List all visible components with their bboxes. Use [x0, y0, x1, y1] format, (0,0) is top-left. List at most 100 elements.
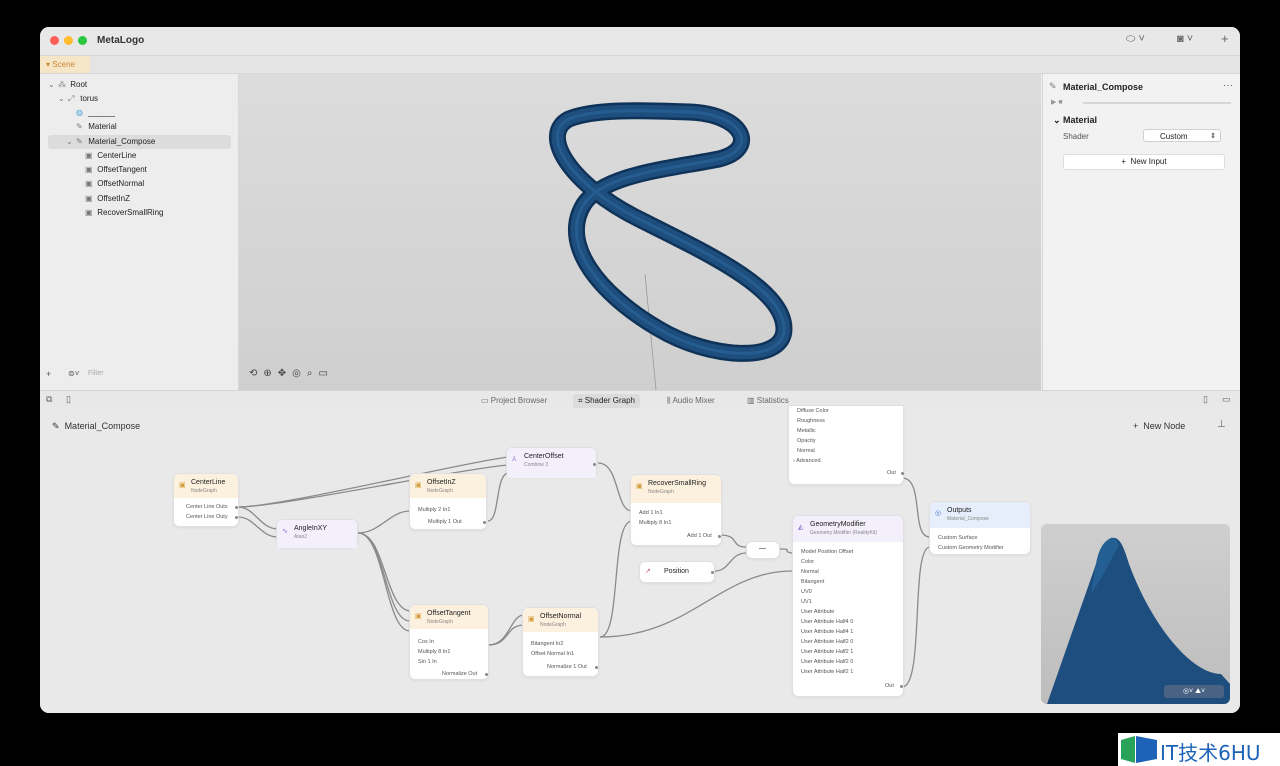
title-bar: MetaLogo ⬭ ˅ ◙ ˅ +: [40, 27, 1240, 56]
material-preview[interactable]: ◎˅ ⛰˅: [1041, 524, 1230, 704]
port-label: Normal: [797, 448, 815, 454]
output-port[interactable]: [593, 463, 596, 466]
filter-options-icon[interactable]: ⊜˅: [68, 369, 80, 378]
output-port[interactable]: [718, 535, 721, 538]
tree-item-root[interactable]: ⌄⁂ Root: [48, 78, 87, 92]
headset-icon[interactable]: ⬭ ˅: [1126, 33, 1145, 45]
port-label: Normal: [801, 569, 819, 575]
output-port[interactable]: [595, 666, 598, 669]
watermark: IT技术6HU: [1118, 733, 1280, 766]
tree-item-offsettangent[interactable]: ▣ OffsetTangent: [85, 163, 147, 177]
new-input-button[interactable]: + New Input: [1063, 154, 1225, 170]
transform-icon: ⤢: [68, 94, 75, 103]
nodegraph-icon: ▣: [85, 194, 93, 203]
tree-item-recoversmallring[interactable]: ▣ RecoverSmallRing: [85, 206, 163, 220]
zoom-window-button[interactable]: [78, 36, 87, 45]
node-subtitle: Material_Compose: [947, 516, 989, 522]
window-icon[interactable]: ⧉: [46, 394, 53, 404]
tab-statistics[interactable]: ▥ Statistics: [747, 396, 789, 405]
graph-title-label: Material_Compose: [64, 421, 141, 431]
bottom-panel-toggle-icon[interactable]: ▭: [1222, 394, 1231, 404]
port-label: Custom Geometry Modifier: [938, 545, 1004, 551]
node-centeroffset[interactable]: ⅄ CenterOffset Combine 3: [506, 447, 597, 478]
node-offsettangent[interactable]: ▣ OffsetTangent NodeGraph Cos In Multipl…: [409, 604, 489, 680]
material-section-header[interactable]: ⌄ Material: [1053, 115, 1098, 125]
node-recoversmallring[interactable]: ▣ RecoverSmallRing NodeGraph Add 1 In1 M…: [630, 474, 722, 546]
output-port[interactable]: [235, 506, 238, 509]
node-subtitle: Geometry Modifier (RealityKit): [810, 530, 877, 536]
node-outputs[interactable]: ◎ Outputs Material_Compose Custom Surfac…: [929, 501, 1031, 555]
add-entity-button[interactable]: +: [46, 369, 52, 379]
node-title: OffsetTangent: [427, 610, 471, 617]
nodegraph-icon: ▣: [415, 613, 422, 620]
shader-label: Shader: [1063, 132, 1089, 141]
tree-item-material[interactable]: ✎ Material: [76, 120, 117, 134]
node-header: [507, 448, 596, 478]
node-subtitle: NodeGraph: [540, 622, 566, 628]
output-port[interactable]: [235, 516, 238, 519]
zoom-icon[interactable]: ⌕: [306, 368, 319, 379]
tab-audio-mixer[interactable]: ⫼ Audio Mixer: [667, 396, 715, 405]
more-options-icon[interactable]: ···: [1223, 80, 1233, 91]
node-surface[interactable]: Diffuse Color Roughness Metallic Opacity…: [788, 405, 904, 485]
output-port[interactable]: [485, 673, 488, 676]
node-angleinxy[interactable]: ∿ AngleInXY Atan2: [276, 519, 358, 548]
tree-item-material-compose[interactable]: ⌄✎ Material_Compose: [66, 135, 155, 149]
node-subtitle: NodeGraph: [191, 488, 217, 494]
node-offsetnormal[interactable]: ▣ OffsetNormal NodeGraph Bitangent In2 O…: [522, 607, 599, 677]
tab-project-browser[interactable]: ▭ Project Browser: [481, 396, 548, 405]
shader-graph-canvas[interactable]: ✎ Material_Compose + New Node ⊥: [40, 405, 1240, 713]
output-port[interactable]: [901, 472, 904, 475]
output-port[interactable]: [900, 685, 903, 688]
node-title: CenterLine: [191, 479, 226, 486]
tree-label: Material_Compose: [88, 137, 156, 146]
position-icon: ↗: [645, 568, 651, 575]
close-window-button[interactable]: [50, 36, 59, 45]
port-label: Color: [801, 559, 815, 565]
watermark-logo: [1121, 736, 1157, 763]
tree-item-centerline[interactable]: ▣ CenterLine: [85, 149, 136, 163]
tree-item-torus[interactable]: ⌄⤢ torus: [58, 92, 98, 106]
globe-icon[interactable]: ◎: [292, 368, 307, 379]
inspector-toggle-icon[interactable]: ▯: [1203, 394, 1208, 404]
root-icon: ⁂: [58, 80, 66, 89]
nodegraph-icon: ▣: [85, 208, 93, 217]
node-subtitle: Atan2: [294, 534, 308, 540]
scene-tab[interactable]: ▾ Scene: [40, 56, 90, 73]
sidebar-toggle-icon[interactable]: ▯: [66, 394, 71, 404]
scene-tab-label: Scene: [52, 60, 75, 69]
new-node-button[interactable]: + New Node: [1133, 421, 1186, 431]
output-port[interactable]: [483, 521, 486, 524]
camera-icon[interactable]: ◙ ˅: [1177, 33, 1194, 45]
minimize-window-button[interactable]: [64, 36, 73, 45]
port-label: Multiply 1 Out: [428, 519, 462, 525]
orbit-icon[interactable]: ⟲: [249, 368, 264, 379]
playback-controls-icon[interactable]: ▶ ■: [1051, 99, 1063, 106]
timeline-slider[interactable]: [1083, 102, 1231, 104]
port-label: Custom Surface: [938, 535, 978, 541]
port-label: Normalize Out: [442, 671, 478, 677]
filter-field[interactable]: Filter: [88, 370, 104, 377]
add-tab-icon[interactable]: +: [1221, 31, 1229, 46]
preview-controls[interactable]: ◎˅ ⛰˅: [1164, 685, 1224, 698]
move-icon[interactable]: ✥: [277, 368, 293, 379]
shader-select[interactable]: Custom⇕: [1143, 129, 1221, 142]
node-offsetinz[interactable]: ▣ OffsetInZ NodeGraph Multiply 2 In1 Mul…: [409, 473, 487, 530]
port-label: Add 1 In1: [639, 510, 663, 516]
node-centerline[interactable]: ▣ CenterLine NodeGraph Center Line Outs …: [173, 473, 239, 527]
pan-icon[interactable]: ⊕: [263, 368, 278, 379]
tree-item-offsetinz[interactable]: ▣ OffsetInZ: [85, 192, 130, 206]
video-icon[interactable]: ▭: [318, 368, 334, 379]
tree-label: OffsetNormal: [97, 179, 145, 188]
tree-item-offsetnormal[interactable]: ▣ OffsetNormal: [85, 177, 144, 191]
3d-viewport[interactable]: ⟲⊕✥◎⌕▭: [239, 74, 1041, 390]
port-label: Bitangent In2: [531, 641, 564, 647]
port-label: User Attribute Half2 0: [801, 639, 854, 645]
node-subtract[interactable]: —: [746, 541, 780, 559]
pin-icon[interactable]: ⊥: [1217, 419, 1226, 430]
tree-item-mesh[interactable]: ◍ ______: [76, 106, 115, 120]
tab-shader-graph[interactable]: ⌗ Shader Graph: [573, 394, 640, 408]
node-position[interactable]: ↗ Position: [639, 561, 715, 583]
output-port[interactable]: [711, 571, 714, 574]
node-geometrymodifier[interactable]: ◭ GeometryModifier Geometry Modifier (Re…: [792, 515, 904, 697]
